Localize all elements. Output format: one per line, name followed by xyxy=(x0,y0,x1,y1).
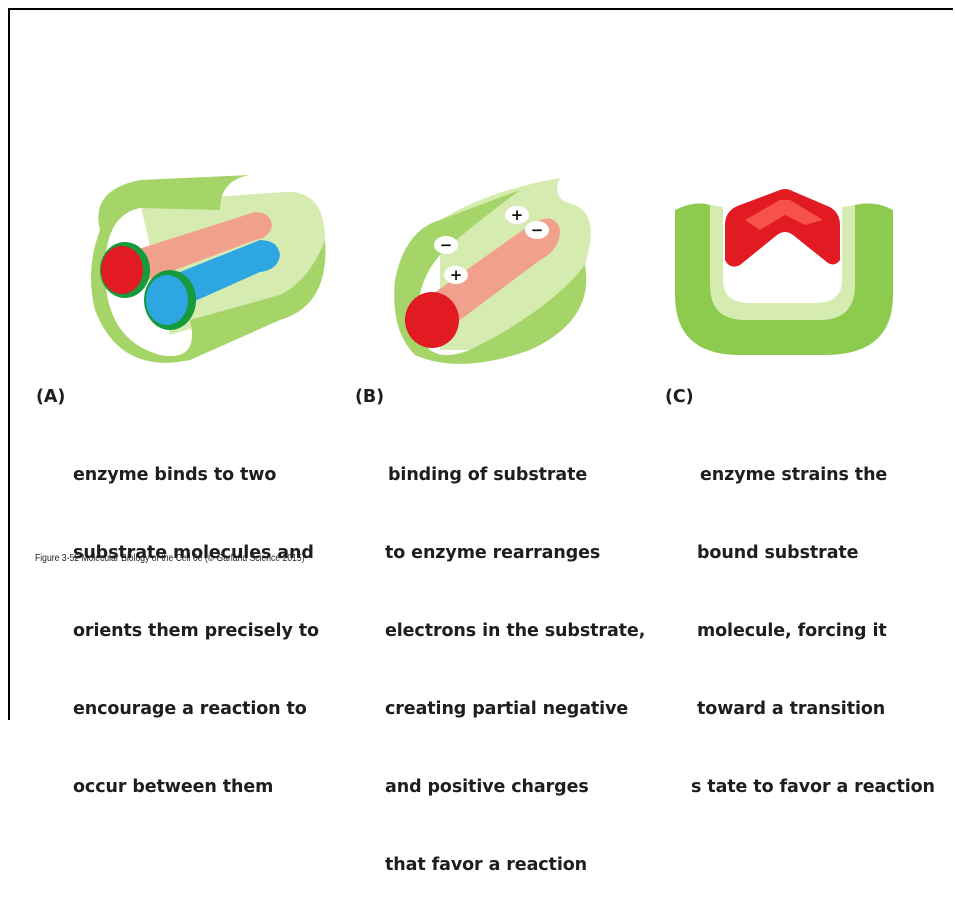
caption-a-tag: (A) xyxy=(36,384,65,410)
caption-b-line-5: and positive charges xyxy=(355,774,645,800)
charge-symbol-4: + xyxy=(450,266,463,284)
caption-b-tag: (B) xyxy=(355,384,384,410)
panel-b-illustration: + − − + xyxy=(380,170,610,370)
charge-symbol-3: − xyxy=(440,236,453,254)
caption-a-line-4: encourage a reaction to xyxy=(36,696,319,722)
panel-a-illustration xyxy=(80,170,340,370)
substrate-a-red-end xyxy=(101,246,143,294)
panel-c-illustration xyxy=(665,185,905,365)
caption-c-line-2: bound substrate xyxy=(665,540,935,566)
caption-c: (C) enzyme strains the bound substrate m… xyxy=(665,384,935,826)
caption-a-line-1: enzyme binds to two xyxy=(36,462,319,488)
caption-c-line-5: s tate to favor a reaction xyxy=(665,774,935,800)
caption-a-line-5: occur between them xyxy=(36,774,319,800)
caption-b-line-4: creating partial negative xyxy=(355,696,645,722)
caption-c-tag: (C) xyxy=(665,384,694,410)
charge-symbol-1: + xyxy=(511,206,524,224)
caption-b: (B) binding of substrate to enzyme rearr… xyxy=(355,384,645,904)
caption-a: (A) enzyme binds to two substrate molecu… xyxy=(36,384,319,826)
caption-c-line-4: toward a transition xyxy=(665,696,935,722)
caption-a-line-3: orients them precisely to xyxy=(36,618,319,644)
caption-b-line-6: that favor a reaction xyxy=(355,852,645,878)
caption-b-line-1: binding of substrate xyxy=(355,462,645,488)
caption-b-line-2: to enzyme rearranges xyxy=(355,540,645,566)
caption-c-line-1: enzyme strains the xyxy=(665,462,935,488)
caption-b-line-3: electrons in the substrate, xyxy=(355,618,645,644)
substrate-b-red-end xyxy=(405,292,459,348)
caption-c-line-3: molecule, forcing it xyxy=(665,618,935,644)
substrate-a-blue-end xyxy=(146,275,188,325)
figure-credit: Figure 3-52 Molecular Biology of the Cel… xyxy=(35,552,305,564)
charge-symbol-2: − xyxy=(531,221,544,239)
